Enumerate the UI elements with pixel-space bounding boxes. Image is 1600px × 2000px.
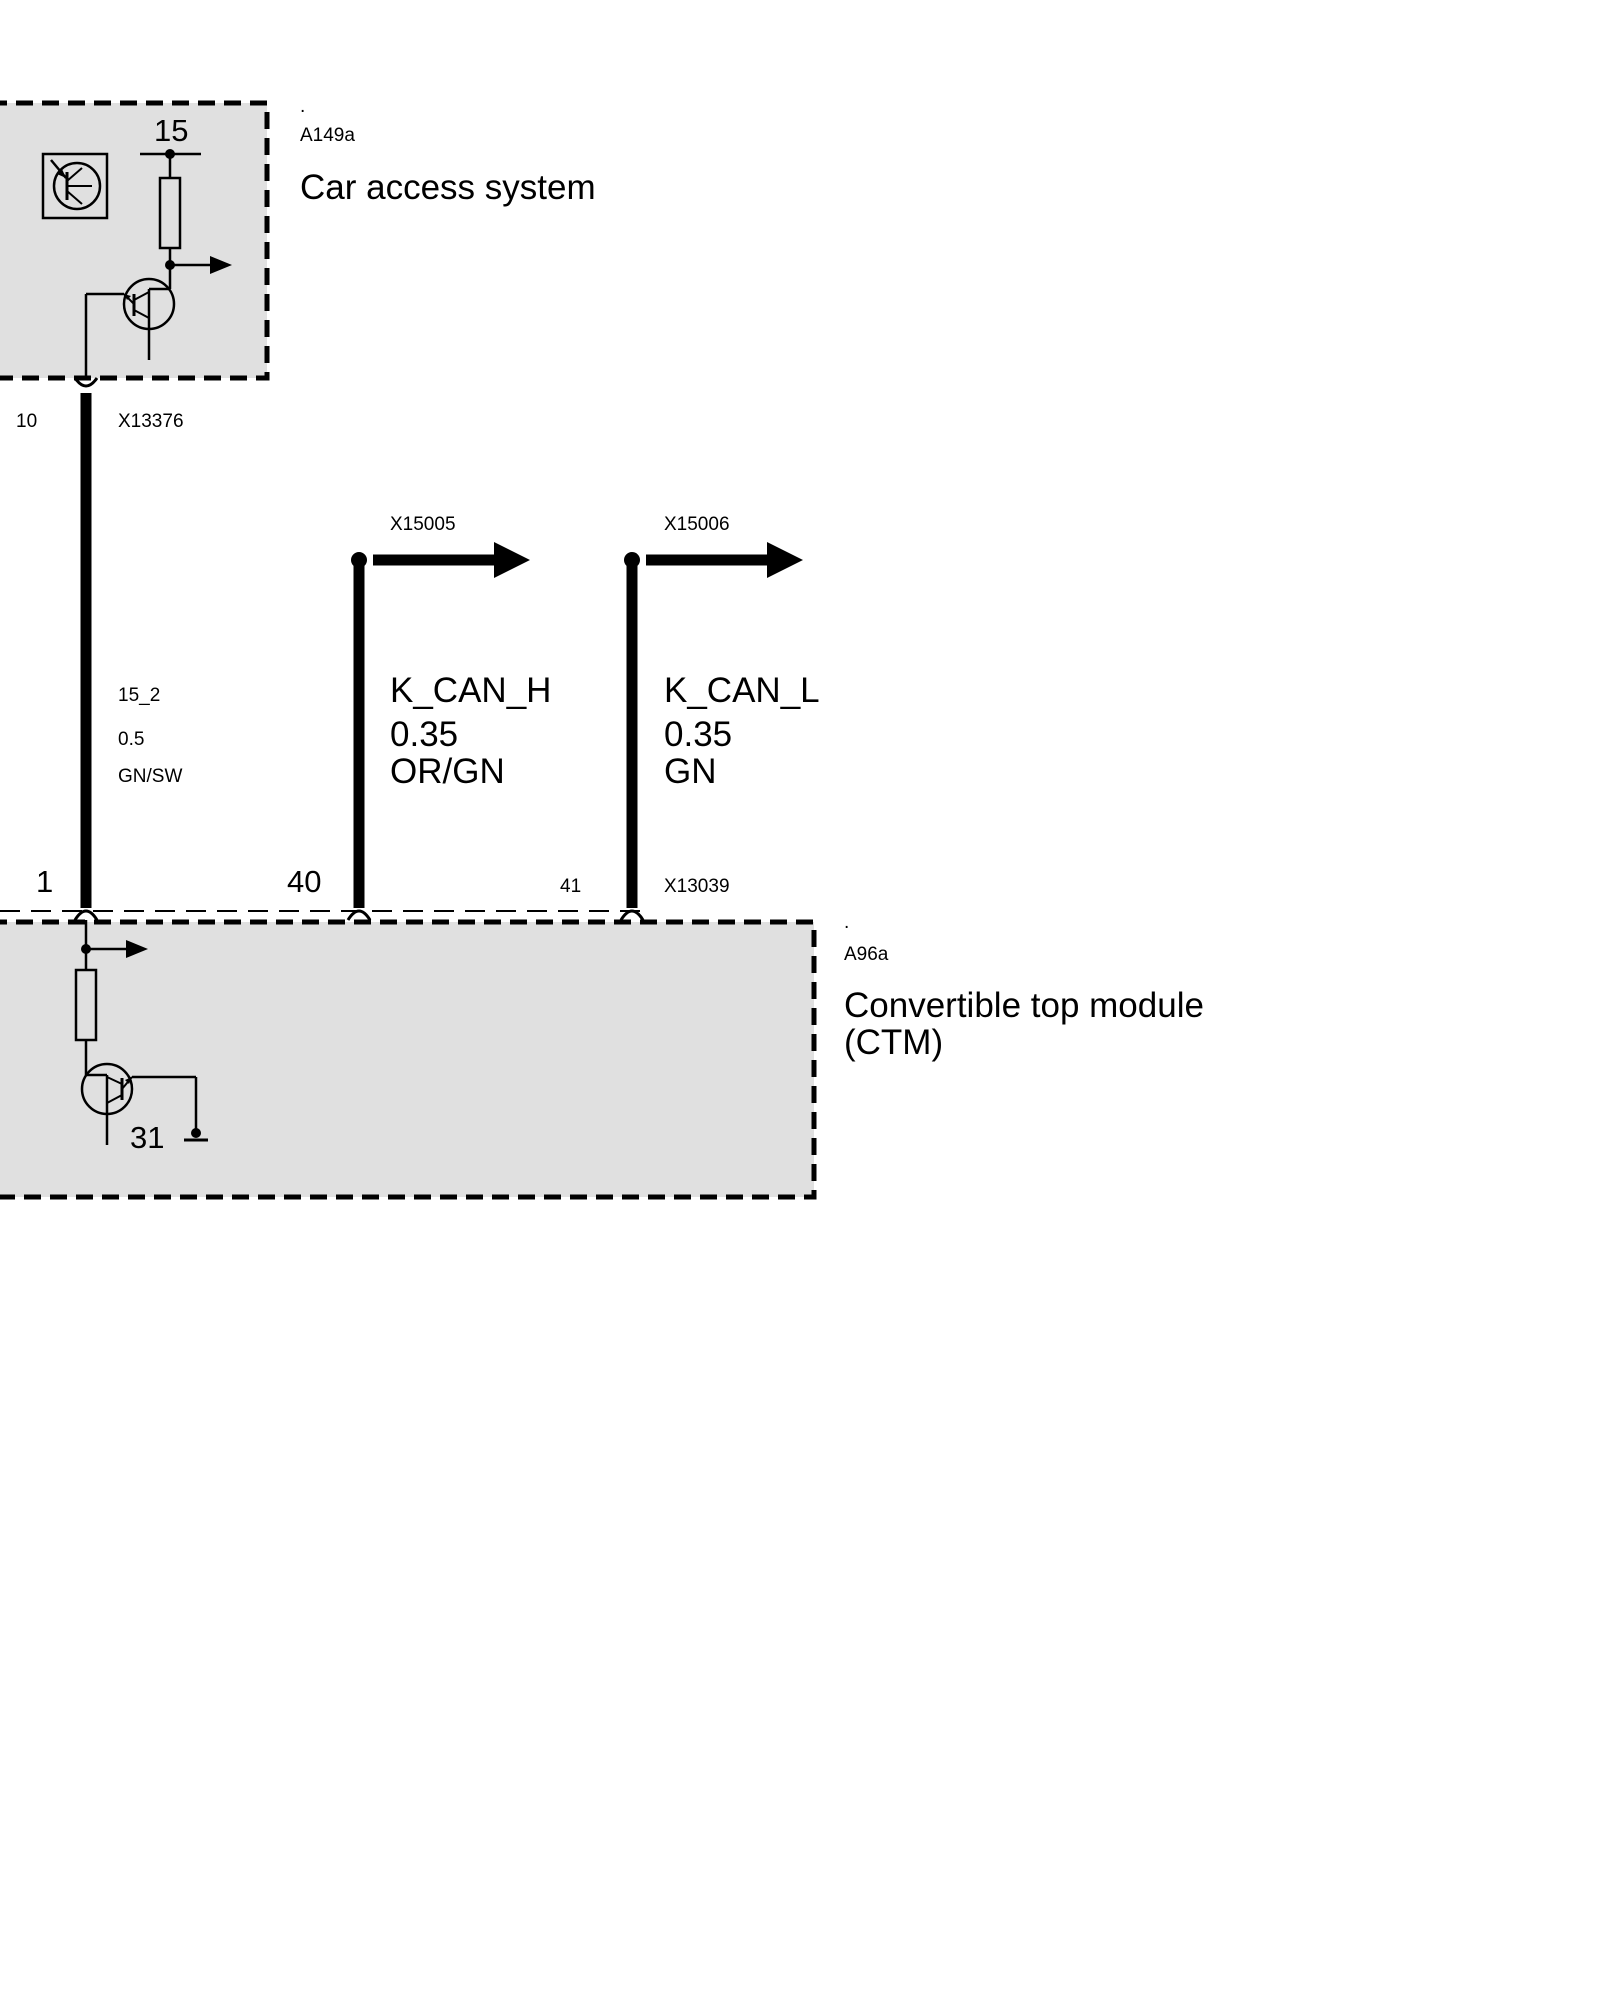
ctm-connector-label: X13039 [664, 876, 730, 897]
wire-15-color: GN/SW [118, 766, 182, 787]
cas-pin-label: 10 [16, 411, 37, 432]
ctm-pin-1-label: 1 [36, 864, 53, 899]
k-can-h-arrow-icon [494, 542, 530, 578]
ctm-module: 31 [0, 919, 817, 1200]
can-l-signal: K_CAN_L [664, 671, 820, 710]
ctm-pin-41-label: 41 [560, 876, 581, 897]
cas-transistor-icon [84, 277, 176, 378]
cas-dot: . [300, 96, 305, 117]
wire-15-gauge: 0.5 [118, 729, 144, 750]
cas-module-name: Car access system [300, 168, 596, 207]
k-can-l-arrow-icon [767, 542, 803, 578]
ctm-output-arrow-icon [86, 940, 148, 958]
wire-k-can-h [346, 542, 530, 921]
can-h-signal: K_CAN_H [390, 671, 551, 710]
cas-output-arrow-icon [170, 256, 232, 274]
can-l-color: GN [664, 752, 717, 791]
wire-k-can-l [619, 542, 803, 921]
ctm-ground-icon [184, 1128, 208, 1142]
cas-diagnosis-icon [41, 152, 109, 220]
ctm-module-id: A96a [844, 944, 889, 965]
ctm-pin-40-label: 40 [287, 864, 321, 899]
cas-module-box [0, 100, 270, 381]
wire-15-signal: 15_2 [118, 685, 160, 706]
wire-15-2 [73, 377, 99, 921]
ctm-module-box [0, 919, 817, 1200]
ctm-dot: . [844, 912, 849, 933]
cas-module-id: A149a [300, 125, 355, 146]
can-h-color: OR/GN [390, 752, 505, 791]
can-h-gauge: 0.35 [390, 715, 458, 754]
cas-module: 15 [0, 100, 270, 381]
ctm-module-name-line2: (CTM) [844, 1023, 943, 1062]
ctm-transistor-icon [80, 1062, 198, 1145]
cas-connector-label: X13376 [118, 411, 184, 432]
can-l-gauge: 0.35 [664, 715, 732, 754]
ctm-ground-terminal-label: 31 [130, 1120, 164, 1155]
splice-h-label: X15005 [390, 514, 456, 535]
splice-l-label: X15006 [664, 514, 730, 535]
ctm-module-name-line1: Convertible top module [844, 986, 1204, 1025]
cas-terminal-15-label: 15 [154, 113, 188, 148]
